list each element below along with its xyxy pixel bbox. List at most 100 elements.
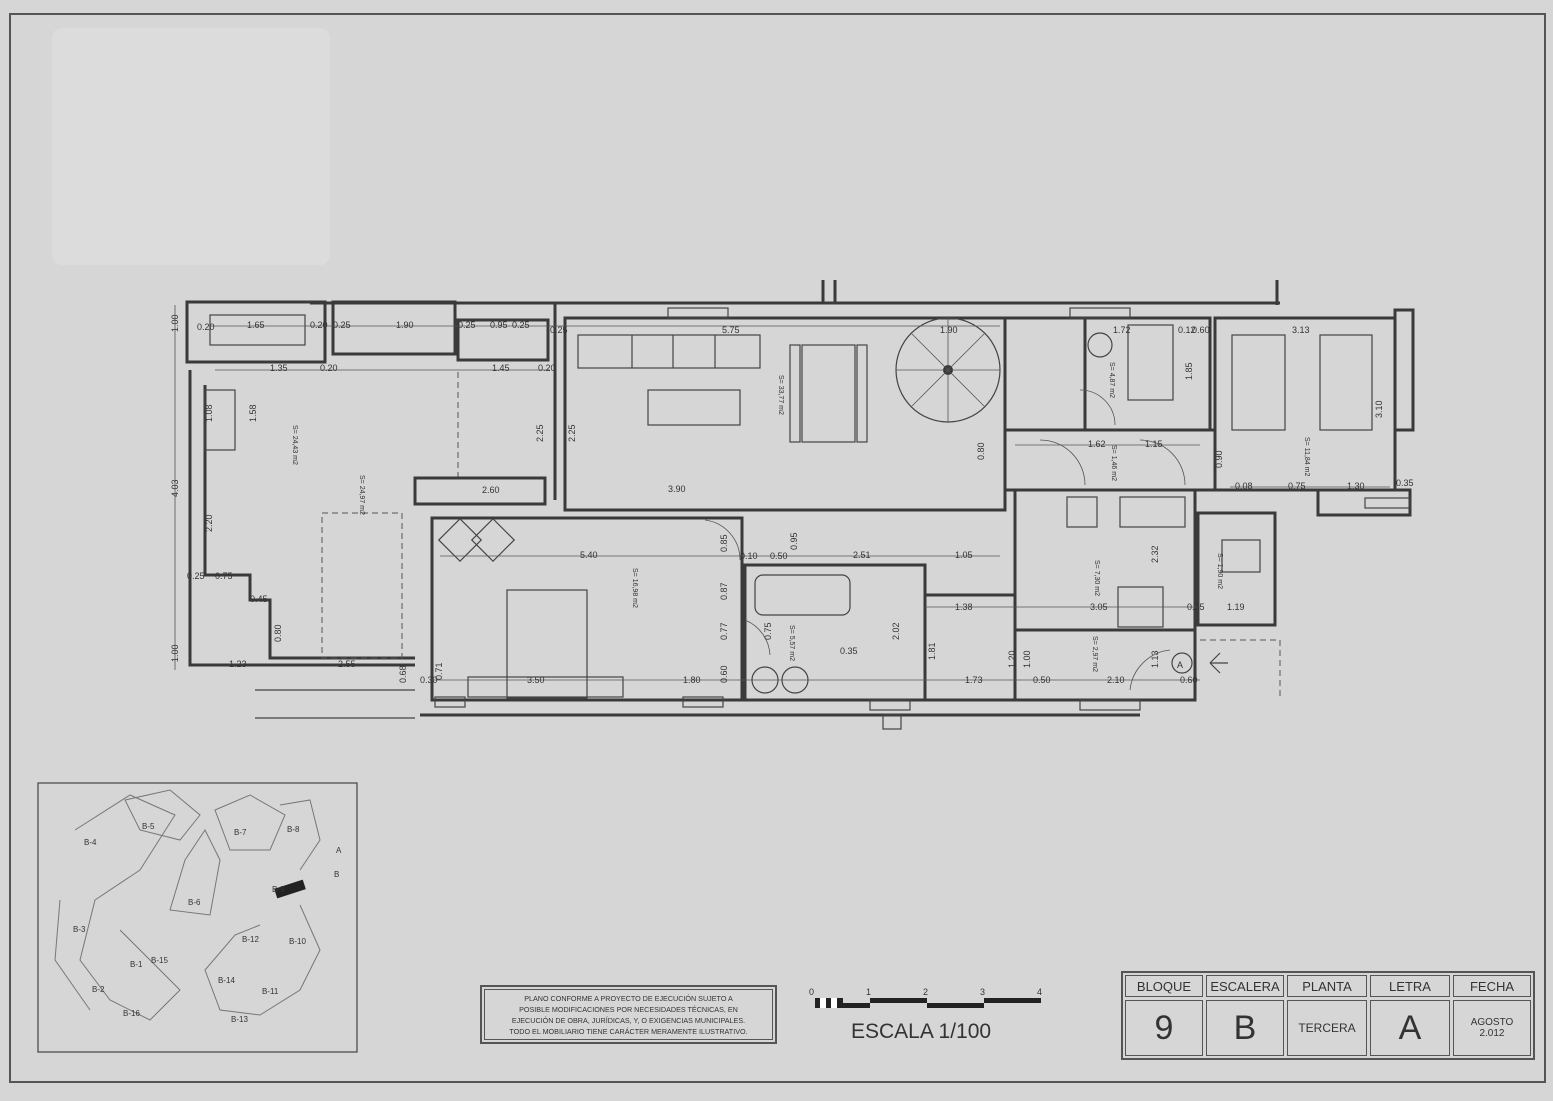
- note-line: POSIBLE MODIFICACIONES POR NECESIDADES T…: [519, 1005, 738, 1014]
- jacuzzi-tub: [1127, 324, 1174, 401]
- single-bed-1: [1231, 334, 1286, 431]
- block-label: B-6: [188, 898, 201, 907]
- dimension-label: 1.00: [1022, 650, 1032, 668]
- block-label: B-11: [262, 987, 279, 996]
- coffee-table: [647, 389, 741, 426]
- dimension-label: 0.25: [550, 325, 568, 335]
- dimension-label: 0.50: [1033, 675, 1051, 685]
- bathtub: [754, 574, 851, 616]
- dimension-label: 1.20: [1007, 650, 1017, 668]
- dimension-label: 0.75: [763, 622, 773, 640]
- block-label: B-8: [287, 825, 300, 834]
- scale-bar: 0 1 2 3 4: [809, 987, 1042, 1008]
- dimension-label: 0.95: [789, 532, 799, 550]
- dimension-label: 0.95: [490, 320, 508, 330]
- entrance-marker: A: [1177, 660, 1183, 670]
- room-area-label: S= 4,87 m2: [1108, 362, 1115, 398]
- dimension-label: 1.38: [955, 602, 973, 612]
- value-escalera: B: [1206, 1000, 1284, 1056]
- block-label: B-4: [84, 838, 97, 847]
- dimension-label: 3.90: [668, 484, 686, 494]
- dimension-label: 5.75: [722, 325, 740, 335]
- title-block: BLOQUE ESCALERA PLANTA LETRA FECHA 9 B T…: [1121, 971, 1535, 1060]
- dimension-label: 0.20: [320, 363, 338, 373]
- dimension-label: 1.15: [1145, 439, 1163, 449]
- dimension-label: 1.85: [1184, 362, 1194, 380]
- header-letra: LETRA: [1370, 975, 1450, 997]
- dimension-label: 1.35: [270, 363, 288, 373]
- dimension-label: 4.03: [170, 479, 180, 497]
- dimension-label: 0.25: [512, 320, 530, 330]
- room-area-label: S= 2,97 m2: [1091, 636, 1098, 672]
- block-label: B-9: [272, 885, 285, 894]
- scale-tick-label: 4: [1037, 987, 1042, 997]
- room-area-label: S= 33,77 m2: [777, 375, 784, 415]
- hallway: [1003, 428, 1217, 492]
- entrance-arrow-icon: [1209, 652, 1228, 674]
- dimension-label: 1.58: [248, 404, 258, 422]
- room-area-label: S= 24,43 m2: [291, 425, 298, 465]
- block-label: B-5: [142, 822, 155, 831]
- dimension-label: 1.80: [683, 675, 701, 685]
- disclaimer-notes: PLANO CONFORME A PROYECTO DE EJECUCIÓN S…: [480, 985, 777, 1044]
- dimension-label: 1.73: [965, 675, 983, 685]
- dimension-label: 1.13: [1150, 650, 1160, 668]
- dimension-label: 1.30: [1347, 481, 1365, 491]
- dimension-label: 2.60: [482, 485, 500, 495]
- dimension-label: 0.20: [310, 320, 328, 330]
- dimension-label: 1.65: [247, 320, 265, 330]
- block-label: B-14: [218, 976, 235, 985]
- floor-plan: A: [174, 280, 1415, 730]
- dimension-label: 2.10: [1107, 675, 1125, 685]
- main-bedroom: [430, 516, 744, 702]
- scale-tick-label: 3: [980, 987, 985, 997]
- room-area-label: S= 16,98 m2: [631, 568, 638, 608]
- dimension-label: 1.00: [170, 314, 180, 332]
- double-bed: [506, 589, 588, 699]
- dimension-label: 0.87: [719, 582, 729, 600]
- header-escalera: ESCALERA: [1206, 975, 1284, 997]
- block-label: B: [334, 870, 339, 879]
- dimension-label: 1.62: [1088, 439, 1106, 449]
- block-label: B-1: [130, 960, 143, 969]
- dimension-label: 5.40: [580, 550, 598, 560]
- room-area-label: S= 5,57 m2: [788, 625, 795, 661]
- header-fecha: FECHA: [1453, 975, 1531, 997]
- sheet-border: [9, 13, 1546, 1083]
- dimension-label: 0.35: [1396, 478, 1414, 488]
- dimension-label: 1.81: [927, 642, 937, 660]
- header-bloque: BLOQUE: [1125, 975, 1203, 997]
- area-labels: S= 24,43 m2 S= 24,97 m2 S= 33,77 m2 S= 1…: [291, 362, 1310, 672]
- dimension-label: 3.05: [1090, 602, 1108, 612]
- dimension-label: 2.20: [204, 514, 214, 532]
- dimension-label: 3.13: [1292, 325, 1310, 335]
- dimension-label: 0.45: [250, 594, 268, 604]
- single-bed-2: [1319, 334, 1373, 431]
- dimension-label: 2.51: [853, 550, 871, 560]
- header-planta: PLANTA: [1287, 975, 1367, 997]
- dining-table: [801, 344, 856, 443]
- block-label: B-10: [289, 937, 306, 946]
- sofa: [577, 334, 761, 369]
- block-label: B-13: [231, 1015, 248, 1024]
- dimension-label: 0.50: [770, 551, 788, 561]
- value-planta: TERCERA: [1287, 1000, 1367, 1056]
- dimension-label: 0.30: [420, 675, 438, 685]
- dimension-label: 1.08: [204, 404, 214, 422]
- block-label: B-3: [73, 925, 86, 934]
- entrance-hall: [1013, 628, 1197, 702]
- dimension-label: 3.10: [1374, 400, 1384, 418]
- value-bloque: 9: [1125, 1000, 1203, 1056]
- laundry: [1196, 511, 1277, 627]
- dimension-label: 1.45: [492, 363, 510, 373]
- dimension-label: 0.85: [719, 534, 729, 552]
- dimension-label: 0.60: [719, 665, 729, 683]
- dimension-label: 2.55: [338, 659, 356, 669]
- room-area-label: S= 1,90 m2: [1216, 553, 1223, 589]
- dimension-label: 0.10: [740, 551, 758, 561]
- stove: [1066, 496, 1098, 528]
- dimension-label: 2.25: [567, 424, 577, 442]
- dimension-label: 0.25: [333, 320, 351, 330]
- block-label: B-7: [234, 828, 247, 837]
